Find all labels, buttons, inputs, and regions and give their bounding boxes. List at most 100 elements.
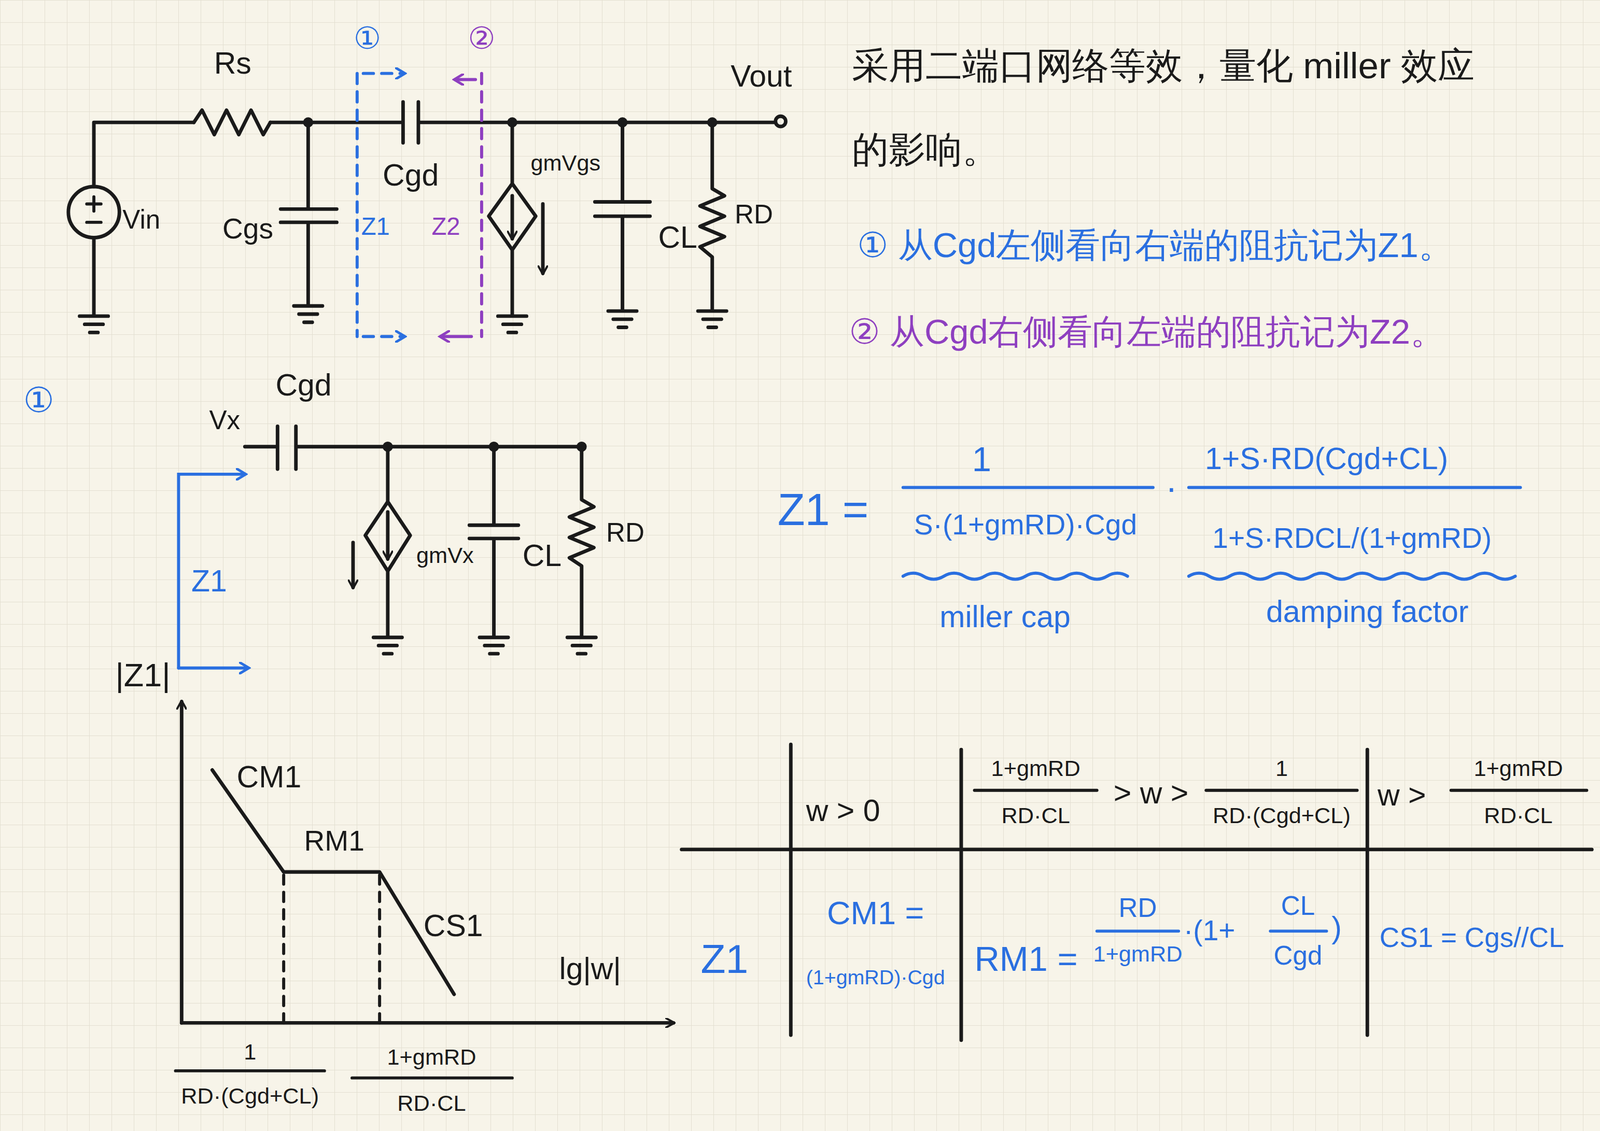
formula-lines bbox=[903, 487, 1521, 580]
table-cell: RM1 = bbox=[974, 941, 1078, 977]
table-cell: w > bbox=[1377, 780, 1427, 811]
plot-label: CS1 bbox=[423, 910, 484, 942]
component-label: RD bbox=[606, 518, 645, 546]
table-cell: RD bbox=[1118, 894, 1157, 921]
table-cell: 1+gmRD bbox=[1092, 943, 1183, 966]
current-source bbox=[365, 446, 411, 654]
wavy-underline bbox=[1188, 573, 1516, 580]
current-arrow bbox=[541, 204, 545, 274]
ground-symbol bbox=[79, 237, 109, 333]
note-text: ② 从Cgd右侧看向左端的阻抗记为Z2。 bbox=[848, 314, 1445, 349]
capacitor-symbol bbox=[469, 446, 518, 654]
component-label: CL bbox=[522, 540, 562, 572]
table-cell: RD·(Cgd+CL) bbox=[1212, 804, 1351, 827]
y-axis bbox=[179, 702, 184, 1024]
capacitor-symbol bbox=[270, 102, 776, 144]
note-text: 采用二端口网络等效，量化 miller 效应的影响。 bbox=[851, 24, 1506, 192]
signal-name: Vx bbox=[208, 406, 241, 434]
wire bbox=[93, 122, 194, 187]
component-label: CL bbox=[657, 222, 697, 254]
resistor-symbol bbox=[193, 109, 271, 135]
formula-text: 1+S·RDCL/(1+gmRD) bbox=[1212, 524, 1492, 553]
capacitor-symbol bbox=[280, 122, 337, 323]
note-text: ① 从Cgd左侧看向右端的阻抗记为Z1。 bbox=[857, 227, 1453, 263]
junction-dots bbox=[303, 117, 718, 128]
equivalent-circuit bbox=[244, 426, 596, 654]
current-arrow bbox=[351, 542, 356, 588]
impedance-label: Z1 bbox=[191, 566, 228, 597]
impedance-label: Z1 bbox=[361, 214, 390, 239]
bode-plot bbox=[175, 702, 674, 1079]
table-cell: 1 bbox=[1275, 758, 1288, 781]
table-cell: ·(1+ bbox=[1183, 917, 1236, 946]
callout-number: ① bbox=[23, 382, 55, 418]
current-source bbox=[488, 122, 537, 333]
component-label: Vin bbox=[122, 205, 161, 233]
resistor-symbol bbox=[567, 446, 596, 654]
formula-note: damping factor bbox=[1266, 596, 1469, 628]
component-label: gmVx bbox=[416, 544, 474, 568]
table-cell: w > 0 bbox=[806, 795, 881, 827]
wavy-underline bbox=[903, 573, 1128, 580]
tick-label: RD·(Cgd+CL) bbox=[180, 1085, 319, 1108]
tick-label: 1+gmRD bbox=[386, 1046, 476, 1070]
output-terminal bbox=[775, 116, 787, 127]
corner-guide bbox=[283, 875, 380, 1023]
capacitor-symbol bbox=[244, 426, 582, 470]
tick-label: 1 bbox=[243, 1041, 257, 1064]
resistor-symbol bbox=[697, 122, 727, 328]
impedance-bracket bbox=[178, 474, 248, 669]
capacitor-symbol bbox=[594, 122, 650, 328]
table-cell: 1+gmRD bbox=[991, 758, 1081, 781]
impedance-label: Z2 bbox=[431, 214, 460, 239]
formula-text: 1 bbox=[972, 441, 992, 477]
formula-text: 1+S·RD(Cgd+CL) bbox=[1204, 443, 1449, 475]
voltage-source bbox=[68, 186, 120, 238]
top-circuit bbox=[68, 102, 787, 333]
component-label: Cgd bbox=[382, 160, 439, 191]
component-label: Cgd bbox=[275, 370, 332, 401]
component-label: Rs bbox=[214, 47, 252, 79]
callout-number: ② bbox=[467, 23, 496, 54]
table-cell: CS1 = Cgs//CL bbox=[1379, 924, 1565, 953]
port-2-marker bbox=[440, 73, 482, 338]
summary-table bbox=[681, 744, 1593, 1041]
fraction-bar bbox=[1188, 486, 1521, 490]
table-cell: CL bbox=[1281, 892, 1315, 920]
component-label: gmVgs bbox=[530, 151, 601, 175]
impedance-curve bbox=[212, 769, 454, 995]
table-cell: (1+gmRD)·Cgd bbox=[806, 966, 946, 988]
current-arrow bbox=[385, 512, 390, 560]
table-cell: CM1 = bbox=[826, 896, 924, 930]
table-cell: ) bbox=[1331, 913, 1342, 944]
fraction-bar bbox=[974, 789, 1588, 793]
table-cell: Cgd bbox=[1273, 942, 1323, 970]
component-label: Cgs bbox=[222, 215, 274, 244]
formula-note: miller cap bbox=[939, 601, 1071, 633]
component-label: RD bbox=[734, 201, 774, 228]
table-rule bbox=[681, 847, 1593, 852]
plot-label: CM1 bbox=[236, 762, 302, 793]
x-axis bbox=[181, 1021, 674, 1026]
signal-name: Vout bbox=[730, 61, 792, 92]
callout-number: ① bbox=[353, 23, 382, 54]
port-1-marker bbox=[357, 73, 405, 338]
table-cell: 1+gmRD bbox=[1474, 758, 1564, 781]
formula-text: · bbox=[1165, 470, 1177, 505]
source-polarity bbox=[86, 197, 102, 223]
tick-label: RD·CL bbox=[397, 1092, 466, 1115]
axis-label: lg|w| bbox=[559, 953, 622, 985]
fraction-bar bbox=[903, 486, 1154, 490]
table-cell: Z1 bbox=[700, 938, 749, 980]
fraction-bar bbox=[175, 1071, 513, 1079]
table-cell: > w > bbox=[1113, 778, 1189, 809]
formula-text: Z1 = bbox=[777, 487, 869, 533]
plot-label: RM1 bbox=[303, 827, 364, 856]
table-cell: RD·CL bbox=[1001, 804, 1070, 827]
formula-text: S·(1+gmRD)·Cgd bbox=[914, 511, 1138, 540]
junction-dots bbox=[382, 441, 587, 453]
current-arrow bbox=[510, 195, 515, 240]
